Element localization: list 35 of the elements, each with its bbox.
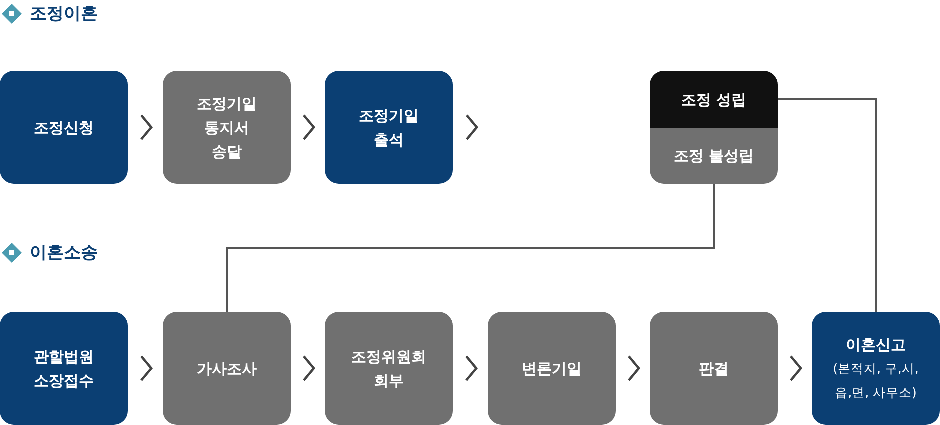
connector-line [303, 356, 316, 382]
step-label: 관할법원 소장접수 [33, 346, 95, 392]
step-label: 조정 불성립 [674, 146, 754, 167]
connector-line [466, 114, 479, 140]
process-box [325, 71, 453, 184]
step-note: (본적지, 구,시, 읍,면, 사무소) [832, 360, 920, 402]
connector-line [140, 114, 154, 140]
connector-line [140, 356, 154, 382]
process-box [163, 71, 291, 184]
process-box [0, 71, 128, 184]
connector-line [466, 356, 478, 382]
step-label: 조정기일 통지서 송달 [196, 94, 258, 162]
connector-line [226, 184, 715, 312]
step-label: 조정기일 출석 [358, 106, 420, 150]
section-heading: 조정이혼 [30, 3, 98, 25]
step-label: 조정신청 [34, 118, 94, 138]
connector-line [778, 98, 877, 312]
process-box [812, 312, 940, 425]
process-box [163, 312, 291, 425]
step-label: 판결 [699, 358, 729, 380]
connector-line [790, 356, 803, 382]
process-box [650, 128, 778, 184]
step-label: 조정 성립 [681, 90, 747, 110]
process-box [0, 312, 128, 425]
section-heading: 이혼소송 [30, 242, 98, 264]
step-label: 이혼신고 [846, 334, 906, 356]
process-box [488, 312, 616, 425]
process-box [325, 312, 453, 425]
process-box [650, 71, 778, 128]
process-box [650, 312, 778, 425]
step-label: 조정위원회 회부 [350, 346, 428, 392]
connector-line [628, 356, 641, 382]
connector-line [303, 114, 316, 140]
step-label: 변론기일 [522, 358, 582, 380]
step-label: 가사조사 [197, 358, 257, 380]
